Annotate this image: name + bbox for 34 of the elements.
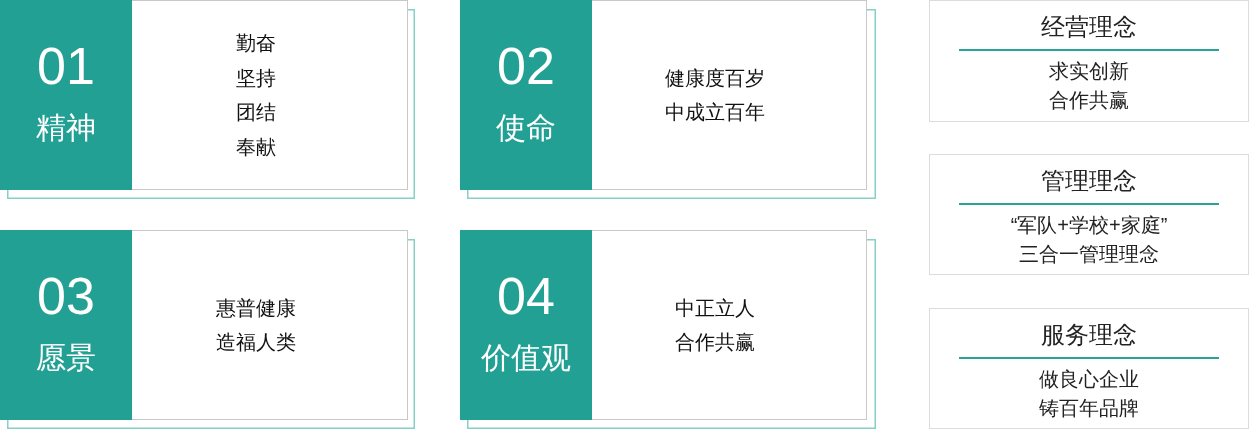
panel-heading: 经营理念 [1041,13,1137,41]
panel-text: 三合一管理理念 [1019,242,1159,267]
section-title: 精神 [36,111,96,145]
card-text: 坚持 [235,65,276,91]
section-title: 使命 [496,111,556,145]
panel-heading: 管理理念 [1041,167,1137,195]
section-number: 01 [37,40,95,92]
panel-text: 做良心企业 [1039,367,1139,392]
card-text: 造福人类 [215,330,296,355]
section-number: 03 [37,270,95,322]
card-text: 奉献 [235,134,276,160]
panel-text: 合作共赢 [1049,88,1129,113]
section-tab [0,230,132,420]
card-text: 合作共赢 [675,330,755,355]
panel-text: 铸百年品牌 [1039,396,1139,421]
section-title: 愿景 [36,341,96,375]
panel-text: “军队+学校+家庭” [1010,213,1168,238]
info-panel [929,308,1249,429]
info-panel [929,154,1249,275]
section-number: 04 [497,270,555,322]
section-tab [0,0,132,190]
card-text: 勤奋 [235,31,276,56]
card-text: 团结 [235,100,276,125]
section-tab [460,230,592,420]
card-text: 中正立人 [675,295,755,321]
section-tab [460,0,592,190]
info-panel [929,0,1249,122]
panel-heading: 服务理念 [1041,321,1137,349]
panel-text: 求实创新 [1049,59,1129,84]
section-title: 价值观 [481,341,571,375]
card-text: 惠普健康 [215,295,296,321]
section-number: 02 [497,40,555,92]
card-text: 中成立百年 [665,100,765,125]
card-text: 健康度百岁 [665,65,765,91]
